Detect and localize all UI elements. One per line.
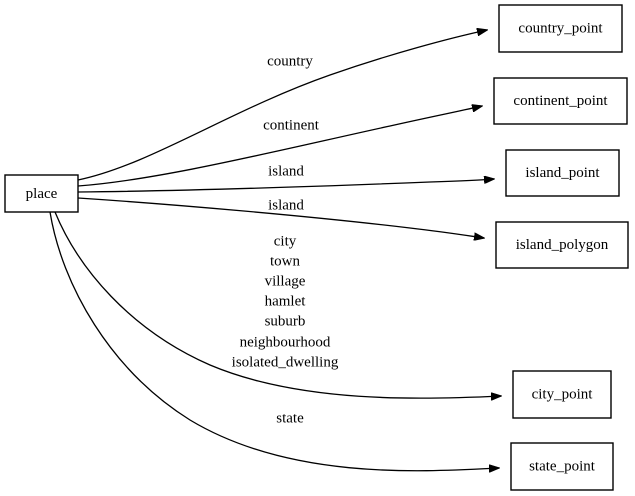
edge-place-to-city-point (54, 211, 501, 398)
node-island-polygon-label: island_polygon (516, 237, 609, 253)
node-island-point[interactable]: island_point (505, 149, 620, 197)
node-state-point-box[interactable] (510, 442, 614, 491)
node-place[interactable]: place (4, 174, 79, 213)
edge-path-continent (77, 106, 482, 187)
node-city-point-box[interactable] (512, 370, 612, 419)
edge-path-city-group (54, 211, 501, 398)
edge-label-island-polygon: island (268, 197, 304, 213)
node-country-point-label: country_point (518, 20, 603, 36)
edge-place-to-state-point (49, 211, 499, 471)
edge-path-island-point (77, 179, 494, 193)
edge-place-to-island-point (77, 179, 494, 193)
edge-label-hamlet: hamlet (265, 293, 307, 309)
node-place-box[interactable] (4, 174, 79, 213)
node-continent-point[interactable]: continent_point (493, 77, 628, 125)
node-city-point-label: city_point (532, 386, 594, 402)
node-continent-point-box[interactable] (493, 77, 628, 125)
node-island-point-label: island_point (525, 165, 600, 181)
edge-label-village: village (265, 273, 306, 289)
edge-label-island-point: island (268, 163, 304, 179)
node-place-label: place (26, 186, 58, 202)
node-island-polygon-box[interactable] (495, 221, 629, 269)
node-country-point[interactable]: country_point (498, 4, 623, 53)
edge-label-isolated-dwelling: isolated_dwelling (232, 354, 339, 370)
edge-label-country: country (267, 53, 313, 69)
edge-label-city-group: city town village hamlet suburb neighbou… (232, 233, 339, 370)
edge-label-city: city (274, 233, 297, 249)
edge-place-to-continent-point (77, 106, 482, 187)
node-state-point[interactable]: state_point (510, 442, 614, 491)
edge-label-suburb: suburb (265, 313, 306, 329)
edge-place-to-island-polygon (77, 197, 484, 238)
node-island-point-box[interactable] (505, 149, 620, 197)
edge-label-state: state (276, 410, 304, 426)
node-city-point[interactable]: city_point (512, 370, 612, 419)
edge-place-to-country-point (77, 30, 487, 181)
edge-label-town: town (270, 253, 301, 269)
node-continent-point-label: continent_point (513, 93, 608, 109)
edge-path-state (49, 211, 499, 471)
edge-path-island-polygon (77, 197, 484, 238)
edge-label-neighbourhood: neighbourhood (240, 334, 331, 350)
node-country-point-box[interactable] (498, 4, 623, 53)
node-island-polygon[interactable]: island_polygon (495, 221, 629, 269)
edge-label-continent: continent (263, 117, 320, 133)
edge-path-country (77, 30, 487, 181)
node-state-point-label: state_point (529, 458, 596, 474)
